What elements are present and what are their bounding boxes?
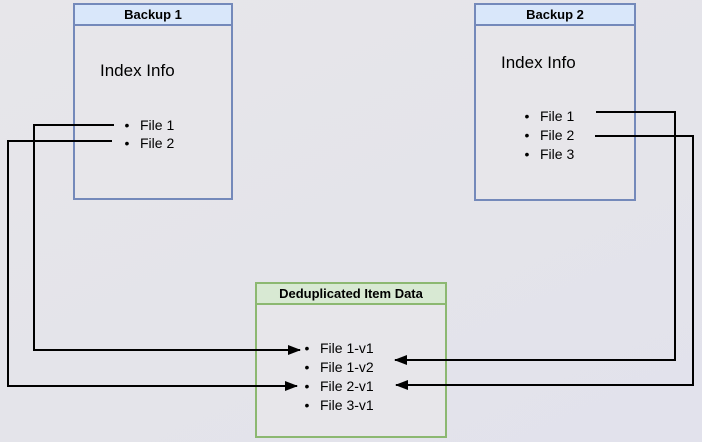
dedup-file-list: • File 1-v1 • File 1-v2 • File 2-v1 • Fi… [300,338,374,414]
file-label: File 1-v2 [320,358,374,375]
list-item: • File 1-v1 [300,338,374,357]
bullet-icon: • [124,117,130,133]
backup1-file-list: • File 1 • File 2 [120,116,175,152]
file-label: File 3-v1 [320,396,374,413]
list-item: • File 1 [120,116,175,134]
backup2-index-info-label: Index Info [501,53,576,72]
file-label: File 1 [540,107,575,124]
dedup-title: Deduplicated Item Data [257,284,445,305]
file-label: File 2 [140,135,175,151]
file-label: File 2-v1 [320,377,374,394]
bullet-icon: • [304,396,310,413]
bullet-icon: • [524,145,530,162]
file-label: File 3 [540,145,575,162]
file-label: File 2 [540,126,575,143]
list-item: • File 2-v1 [300,376,374,395]
list-item: • File 2 [520,125,575,144]
file-label: File 1 [140,117,175,133]
file-label: File 1-v1 [320,339,374,356]
bullet-icon: • [304,358,310,375]
list-item: • File 3-v1 [300,395,374,414]
bullet-icon: • [304,339,310,356]
dedup-box: Deduplicated Item Data • File 1-v1 • Fil… [255,282,447,438]
bullet-icon: • [124,135,130,151]
bullet-icon: • [304,377,310,394]
backup1-box: Backup 1 Index Info • File 1 • File 2 [73,3,233,200]
backup1-title: Backup 1 [75,5,231,26]
list-item: • File 1-v2 [300,357,374,376]
backup2-title: Backup 2 [476,5,634,26]
backup2-box: Backup 2 Index Info • File 1 • File 2 • … [474,3,636,201]
bullet-icon: • [524,107,530,124]
list-item: • File 1 [520,106,575,125]
list-item: • File 2 [120,134,175,152]
backup1-index-info-label: Index Info [100,61,175,80]
bullet-icon: • [524,126,530,143]
backup2-file-list: • File 1 • File 2 • File 3 [520,106,575,163]
list-item: • File 3 [520,144,575,163]
